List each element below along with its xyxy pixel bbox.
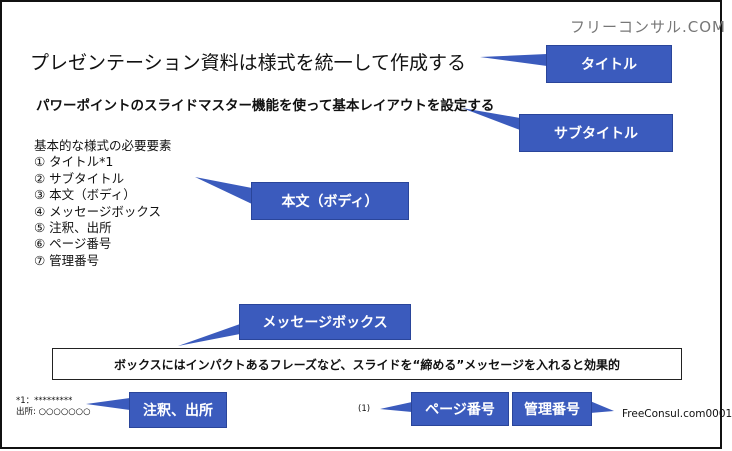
body-item: ⑦ 管理番号 xyxy=(34,252,100,268)
callout-note-source: 注釈、出所 xyxy=(129,392,227,428)
pointer-title xyxy=(480,54,547,66)
message-box: ボックスにはインパクトあるフレーズなど、スライドを“締める”メッセージを入れると… xyxy=(52,348,682,380)
slide-title: プレゼンテーション資料は様式を統一して作成する xyxy=(30,52,467,74)
footnote-source: 出所: ○○○○○○○ xyxy=(16,407,91,417)
callout-page-number: ページ番号 xyxy=(411,392,509,426)
callout-message-box: メッセージボックス xyxy=(239,304,411,340)
body-item: ② サブタイトル xyxy=(34,170,125,186)
pointer-subtitle xyxy=(462,108,520,130)
footnote-note: *1：********* xyxy=(16,396,73,406)
brand-logo: フリーコンサル.COM xyxy=(570,18,726,36)
body-text: 基本的な様式の必要要素 ① タイトル*1 ② サブタイトル ③ 本文（ボディ） … xyxy=(34,138,172,269)
pointer-note-source xyxy=(86,398,130,410)
callout-subtitle: サブタイトル xyxy=(519,114,673,152)
footnote: *1：********* 出所: ○○○○○○○ xyxy=(16,396,90,418)
body-item: ③ 本文（ボディ） xyxy=(34,187,136,203)
callout-management-number: 管理番号 xyxy=(512,392,592,426)
body-item: ⑤ 注釈、出所 xyxy=(34,220,112,236)
body-item: ⑥ ページ番号 xyxy=(34,236,112,252)
callout-title: タイトル xyxy=(546,45,672,83)
pointer-body xyxy=(195,177,252,204)
body-item: ④ メッセージボックス xyxy=(34,203,162,219)
callout-body: 本文（ボディ） xyxy=(251,182,409,220)
body-item: ① タイトル*1 xyxy=(34,154,114,170)
page-number: (1) xyxy=(358,404,371,414)
body-heading: 基本的な様式の必要要素 xyxy=(34,138,172,153)
pointer-management-number xyxy=(590,401,614,413)
slide-subtitle: パワーポイントのスライドマスター機能を使って基本レイアウトを設定する xyxy=(36,98,495,114)
pointer-page-number xyxy=(380,402,412,412)
pointer-message-box xyxy=(178,324,240,346)
management-number: FreeConsul.com0001 xyxy=(622,408,732,420)
